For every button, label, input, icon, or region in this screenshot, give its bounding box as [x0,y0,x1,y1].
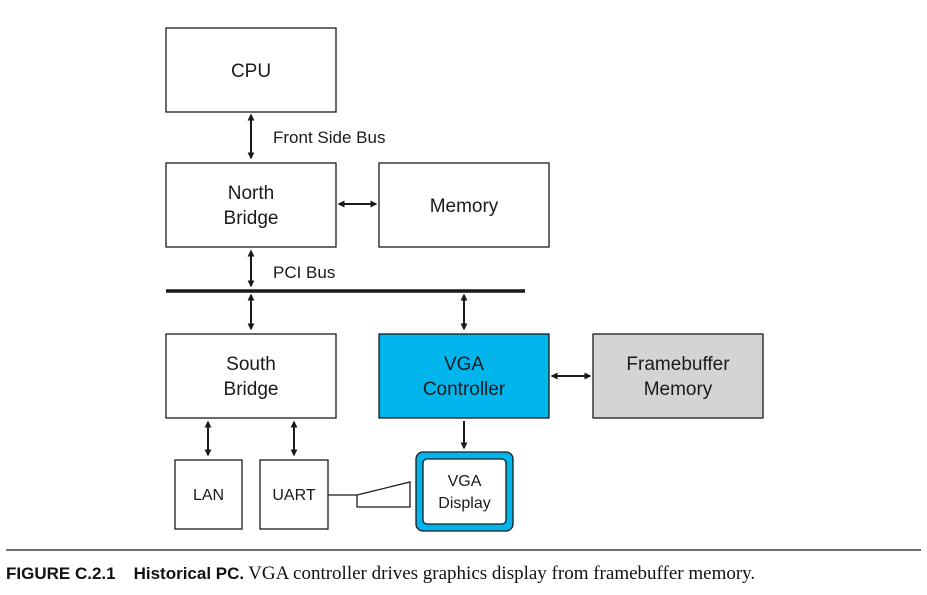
memory-label: Memory [430,196,499,217]
figure-description: VGA controller drives graphics display f… [248,563,756,584]
pci-bus-label: PCI Bus [273,263,335,282]
vga-display-monitor: VGA Display [415,451,514,532]
cpu-box: CPU [165,27,337,113]
figure-title: Historical PC. [133,564,245,583]
figure-number: FIGURE C.2.1 [6,564,116,583]
monitor-screen [422,458,507,525]
uart-label: UART [272,487,315,504]
uart-box: UART [259,459,329,530]
south-bridge-box: South Bridge [165,333,337,419]
figure-caption: FIGURE C.2.1 Historical PC.VGA controller… [6,563,921,585]
north-bridge-label-line2: Bridge [224,208,279,229]
south-bridge-label-line2: Bridge [224,379,279,400]
vga-display-label-line1: VGA [448,473,482,490]
memory-box: Memory [378,162,550,248]
cpu-label: CPU [231,61,271,82]
vga-controller-fill [378,333,550,419]
vga-display-label-line2: Display [438,495,490,512]
lan-box: LAN [174,459,243,530]
framebuffer-label-line2: Memory [644,379,713,400]
vga-controller-label-line1: VGA [444,354,484,375]
vga-controller-box: VGA Controller [378,333,550,419]
vga-controller-label-line2: Controller [423,379,506,400]
framebuffer-label-line1: Framebuffer [626,354,730,375]
north-bridge-label-line1: North [228,183,274,204]
display-connector [356,481,411,508]
framebuffer-memory-box: Framebuffer Memory [592,333,764,419]
south-bridge-label-line1: South [226,354,276,375]
front-side-bus-label: Front Side Bus [273,128,385,147]
north-bridge-box: North Bridge [165,162,337,248]
lan-label: LAN [193,487,224,504]
